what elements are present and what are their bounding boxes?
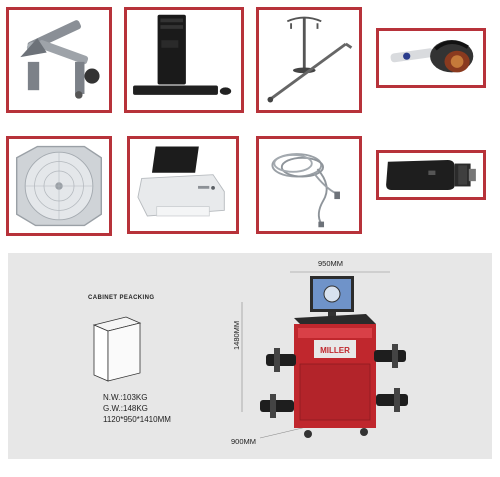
wheel-aligner-machine-icon: MILLER <box>241 271 408 439</box>
steering-wheel-lock-frame <box>376 28 486 88</box>
cable-frame <box>256 136 362 234</box>
stand-and-brake-depressor-frame <box>256 7 362 113</box>
package-dimensions: 1120*950*1410MM <box>103 415 171 424</box>
machine-width-label: 950MM <box>318 259 344 268</box>
printer-frame <box>127 136 239 234</box>
wheel-clamp-frame <box>6 7 112 113</box>
cable-icon <box>271 153 340 228</box>
printer-icon <box>137 146 225 217</box>
net-weight: N.W.:103KG <box>103 393 148 402</box>
cabinet-packing-title: CABINET PEACKING <box>88 295 155 301</box>
specification-panel <box>8 253 492 459</box>
machine-depth-label: 900MM <box>231 437 257 446</box>
turntable-frame <box>6 136 112 236</box>
wheel-clamp-icon <box>20 20 100 99</box>
stand-and-brake-depressor-icon <box>267 16 353 103</box>
gross-weight: G.W.:148KG <box>103 404 148 413</box>
computer-frame <box>124 7 244 113</box>
turntable-icon <box>15 145 103 227</box>
computer-icon <box>133 14 232 95</box>
cabinet-box-icon <box>92 316 142 382</box>
steering-wheel-lock-icon <box>390 40 474 73</box>
sensor-head-icon <box>386 160 476 190</box>
brand-logo: MILLER <box>320 346 350 355</box>
sensor-head-frame <box>376 150 486 200</box>
